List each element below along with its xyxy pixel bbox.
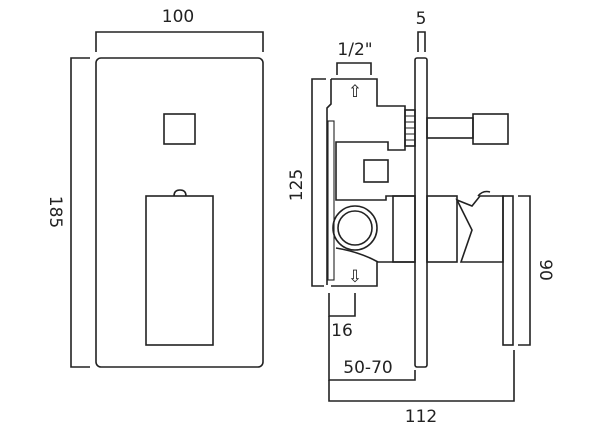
body-height-dim-line [311, 78, 326, 287]
inlet-dim-line [336, 62, 372, 75]
outlet-port-inner [337, 210, 373, 246]
diverter-stem [426, 117, 474, 139]
diverter-knob [472, 113, 509, 145]
side-plate [414, 57, 428, 368]
depth-range-dim-line [328, 316, 416, 381]
lever-knob [173, 189, 187, 197]
body-height-label: 125 [287, 169, 307, 201]
total-depth-dim-line [328, 350, 515, 402]
lever-handle [145, 195, 214, 346]
width-dimension-label: 100 [162, 7, 194, 27]
side-view: ⇧ ⇩ 5 1/2" 125 16 50-70 112 90 [287, 9, 555, 427]
outlet-label: 16 [331, 321, 353, 341]
inlet-label: 1/2" [337, 40, 372, 60]
lever-height-dim-line [518, 195, 531, 346]
valve-rail [327, 120, 335, 281]
valve-body-upper [331, 78, 415, 201]
front-view: 100 185 [45, 7, 264, 368]
width-dimension-line [95, 31, 264, 52]
lever-height-label: 90 [535, 259, 555, 281]
outlet-port-outer [332, 205, 378, 251]
depth-range-label: 50-70 [343, 358, 392, 378]
total-depth-label: 112 [405, 407, 437, 427]
valve-body-back [326, 79, 332, 285]
diverter-button [163, 113, 196, 145]
height-dimension-label: 185 [45, 196, 65, 228]
cartridge-block [363, 159, 389, 183]
cover-plate [95, 57, 264, 368]
lever-arm [455, 195, 504, 263]
height-dimension-line [70, 57, 90, 368]
sleeve-behind-plate [392, 195, 416, 263]
plate-thickness-dim-line [417, 31, 426, 52]
plate-thickness-label: 5 [416, 9, 427, 29]
lever-blade [502, 195, 514, 346]
flow-down-arrow-icon: ⇩ [348, 267, 362, 287]
outlet-dim-line [328, 293, 356, 317]
valve-body-lower [331, 247, 415, 287]
lever-hub [426, 195, 458, 263]
flow-up-arrow-icon: ⇧ [348, 82, 362, 102]
